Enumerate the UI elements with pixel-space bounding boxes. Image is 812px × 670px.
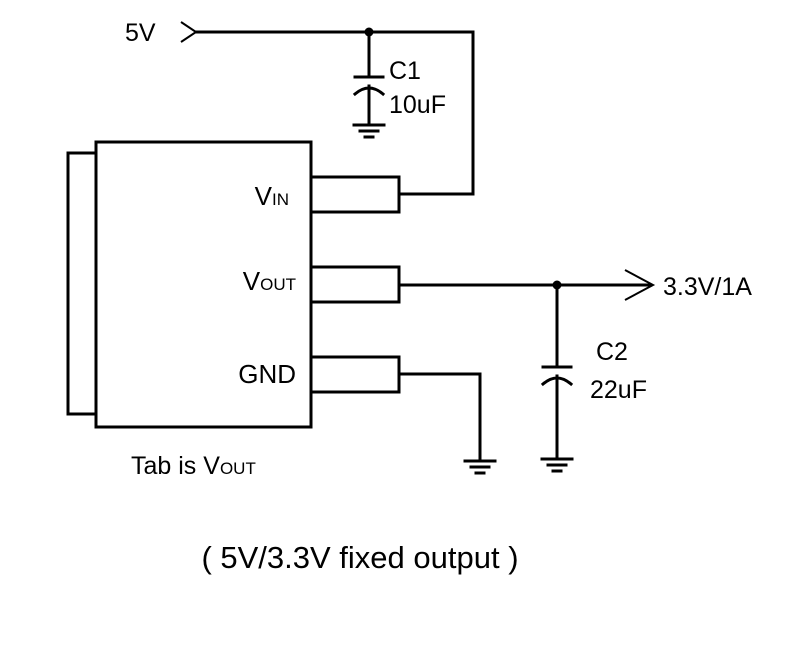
- input-net-label: 5V: [125, 19, 156, 47]
- capacitor-c1: [352, 30, 386, 127]
- pin-label-vin: VIN: [255, 181, 289, 211]
- output-net-label: 3.3V/1A: [663, 273, 752, 301]
- pin-vin: [309, 175, 401, 214]
- gnd-wire: [397, 372, 482, 463]
- c2-ref-label: C2: [596, 338, 628, 366]
- pin-label-vout: VOUT: [243, 266, 296, 296]
- ground-icon-c2: [540, 457, 574, 473]
- ground-icon-gnd: [463, 459, 497, 475]
- ground-icon-c1: [352, 123, 386, 139]
- vin-wire: [194, 30, 475, 196]
- regulator-package: [66, 140, 401, 429]
- tab-note: Tab is VOUT: [131, 452, 256, 480]
- c1-value-label: 10uF: [389, 91, 446, 119]
- pin-gnd: [309, 355, 401, 394]
- input-arrow-icon: [180, 21, 198, 43]
- pin-vout: [309, 265, 401, 304]
- diagram-caption: ( 5V/3.3V fixed output ): [201, 540, 518, 575]
- regulator-tab: [66, 151, 98, 416]
- capacitor-c2: [540, 283, 574, 461]
- pin-label-gnd: GND: [238, 359, 296, 389]
- c2-value-label: 22uF: [590, 376, 647, 404]
- output-arrow-icon: [624, 269, 656, 301]
- c1-ref-label: C1: [389, 57, 421, 85]
